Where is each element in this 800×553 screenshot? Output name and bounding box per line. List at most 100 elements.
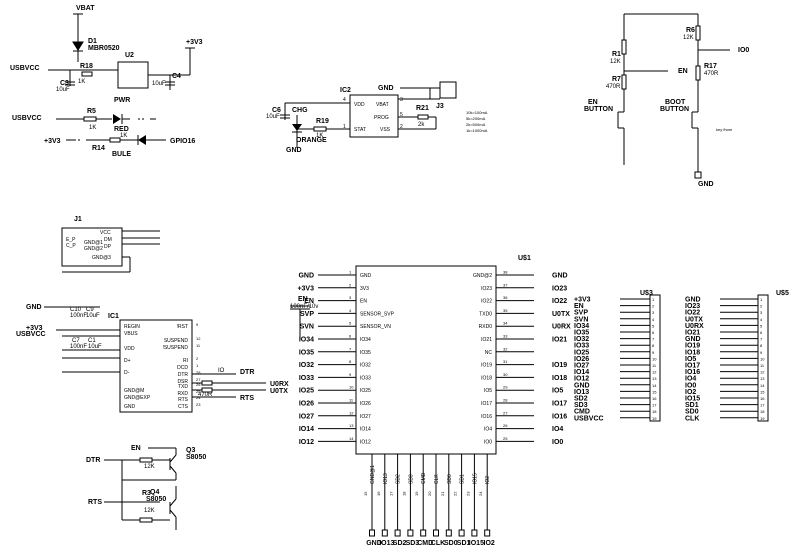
u1-bottom-num-1: 16 — [376, 491, 381, 496]
u1-section: U$1 GND1GND3V32+3V3EN3ENSENSOR_SVP4SVPSE… — [290, 255, 571, 547]
ic1-usbvcc-label: USBVCC — [16, 331, 46, 338]
u5-net-0: GND — [685, 297, 701, 304]
c9-ref: C9 — [86, 307, 94, 313]
u1-right-net-1: IO23 — [552, 285, 567, 292]
ic1-right-num-10: 23 — [196, 402, 201, 407]
u1-right-num-8: 30 — [503, 372, 508, 377]
ic1-right-num-2: 11 — [196, 343, 201, 348]
ic1-right-num-6: 27 — [196, 377, 201, 382]
charge-note-2: 5k=200mA — [466, 116, 486, 121]
u1-right-num-9: 29 — [503, 385, 508, 390]
q3-ref: Q3 — [186, 447, 195, 454]
u1-bottom-pin-2: SD2 — [396, 474, 402, 484]
u1-bottom-pad-8 — [471, 529, 478, 537]
ic2-num-5: 5 — [400, 112, 403, 118]
u5-net-14: IO2 — [685, 389, 696, 396]
u3-net-14: IO13 — [574, 389, 589, 396]
u1-left-pin-11: IO27 — [360, 414, 371, 420]
u5-net-7: IO19 — [685, 343, 700, 350]
u1-bottom-pin-3: SD3 — [408, 474, 414, 484]
u1-left-num-12: 13 — [349, 423, 354, 428]
u1-left-net-7: IO32 — [299, 362, 314, 369]
en-label: EN — [678, 68, 688, 75]
u1-right-net-9: IO5 — [552, 388, 563, 395]
u1-right-num-2: 36 — [503, 295, 508, 300]
u1-bottom-num-3: 18 — [401, 491, 406, 496]
u5-net-3: U0TX — [685, 316, 703, 323]
u1-bottom-pin-9: IO2 — [485, 476, 491, 484]
buttons-gnd-label: GND — [698, 181, 714, 188]
ic2-pin-prog: PROG — [374, 115, 389, 121]
j1-pin-dp: DP — [104, 244, 112, 250]
u1-bottom-pin-0: GND@1 — [370, 465, 376, 484]
u1-bottom-num-6: 21 — [440, 491, 445, 496]
u1-left-num-7: 8 — [349, 359, 352, 364]
u5-net-15: IO15 — [685, 396, 700, 403]
u1-left-pin-8: IO33 — [360, 375, 371, 381]
ic1-left-pin-1: VBUS — [124, 331, 138, 337]
u1-left-pin-10: IO26 — [360, 401, 371, 407]
c7-ref: C7 — [72, 338, 80, 344]
u1-bottom-net-8: IO15 — [469, 540, 484, 547]
u3-net-11: IO14 — [574, 369, 589, 376]
u1-left-net-13: IO12 — [299, 439, 314, 446]
j1-pin-gnd3: GND@3 — [92, 255, 111, 261]
ic1-right-pin-10: CTS — [178, 404, 189, 410]
r7-value: 470R — [606, 84, 621, 90]
u1-bottom-net-1: IO13 — [379, 540, 394, 547]
ic1-resistor-value: 470R — [198, 392, 213, 398]
c4-ref: C4 — [172, 73, 181, 80]
u5-num-0: 1 — [760, 297, 763, 302]
u3-num-10: 11 — [652, 363, 657, 368]
u1-right-pin-8: IO18 — [481, 375, 492, 381]
u1-bottom-pad-9 — [484, 529, 491, 537]
u5-num-12: 13 — [760, 376, 765, 381]
q-en-label: EN — [131, 445, 141, 452]
u1-bottom-net-2: SD2 — [393, 540, 407, 547]
u1-right-num-4: 34 — [503, 321, 508, 326]
u3-num-1: 2 — [652, 304, 655, 309]
u1-bottom-num-2: 17 — [389, 491, 394, 496]
u1-right-pin-2: IO22 — [481, 299, 492, 305]
u1-bottom-pin-6: SD0 — [447, 474, 453, 484]
u1-right-net-13: IO0 — [552, 439, 563, 446]
ic1-v3-label: +3V3 — [26, 325, 43, 332]
u1-bottom-pad-1 — [381, 529, 388, 537]
j1-pin-dm: DM — [104, 237, 112, 243]
u1-right-pin-3: TXD0 — [479, 311, 492, 317]
ic2-pin-vbat: VBAT — [376, 102, 389, 108]
u3-num-17: 18 — [652, 409, 657, 414]
ic1-right-pin-1: SUSPEND — [164, 338, 189, 344]
u1-bottom-pin-8: IO15 — [472, 473, 478, 484]
u3-net-6: IO32 — [574, 336, 589, 343]
c10-value: 100nF — [70, 313, 87, 319]
u1-left-net-2: EN — [304, 298, 314, 305]
u1-right-pin-0: GND@2 — [473, 273, 492, 279]
ic1-right-num-4: 1 — [196, 363, 199, 368]
u1-bottom-num-5: 20 — [427, 491, 432, 496]
ic1-right-pin-9: RTS — [178, 397, 189, 403]
u5-net-12: IO4 — [685, 376, 696, 383]
u5-num-2: 3 — [760, 310, 763, 315]
u1-left-net-9: IO25 — [299, 388, 314, 395]
c4-value: 10uF — [152, 81, 166, 87]
usbvcc-label: USBVCC — [10, 65, 40, 72]
u5-num-16: 17 — [760, 403, 765, 408]
u3-num-15: 16 — [652, 396, 657, 401]
j1-usb-section: J1 VCC DM DP GND@1 GND@2 GND@3 E_P C_P — [61, 216, 160, 273]
charge-note-3: 2k=500mA — [466, 122, 486, 127]
ic2-body — [349, 94, 399, 138]
io0-label: IO0 — [738, 47, 749, 54]
u5-net-11: IO16 — [685, 369, 700, 376]
u1-right-num-0: 38 — [503, 270, 508, 275]
ic1-right-pin-7: TXD — [178, 384, 188, 390]
u1-cap-value: 100nF/10v — [290, 304, 318, 310]
u1-left-num-8: 9 — [349, 372, 352, 377]
u1-left-net-8: IO33 — [299, 375, 314, 382]
u1-bottom-pad-3 — [407, 529, 414, 537]
u5-net-18: CLK — [685, 415, 699, 422]
u0rx-label: U0RX — [270, 381, 289, 388]
